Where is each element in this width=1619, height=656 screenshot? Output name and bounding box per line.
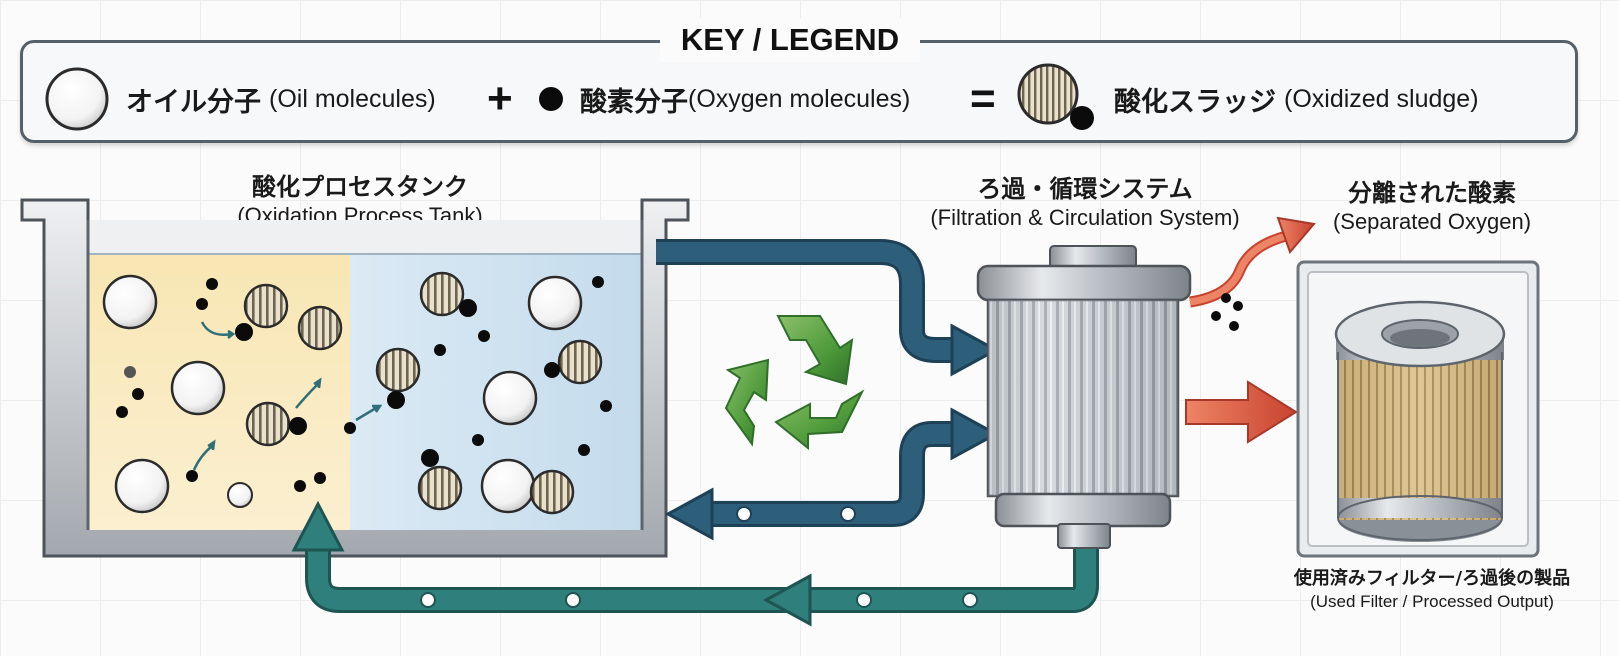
separated-oxygen-dots	[1211, 293, 1243, 331]
legend-oil-jp: オイル分子	[126, 86, 261, 118]
reaction-arrows	[192, 321, 383, 471]
outflow-arrowhead	[950, 323, 1000, 377]
legend-oil-item: オイル分子 (Oil molecules)	[44, 67, 436, 131]
legend-oxygen-en: (Oxygen molecules)	[688, 84, 911, 113]
oil-molecule	[480, 458, 536, 514]
oil-molecule-icon	[45, 67, 109, 131]
filter-element-icon	[1334, 300, 1506, 542]
legend-title: KEY / LEGEND	[660, 18, 920, 62]
oxygen-molecule-icon	[539, 87, 563, 111]
filtration-title-jp: ろ過・循環システム	[977, 175, 1193, 203]
oil-molecule	[102, 274, 158, 330]
output-arrow	[1185, 380, 1298, 444]
oil-molecule	[114, 458, 170, 514]
recycle-icon	[724, 315, 865, 451]
legend-sludge-item: 酸化スラッジ (Oxidized sludge)	[1016, 63, 1479, 134]
outflow-pipe	[656, 239, 1000, 377]
legend-equals: =	[970, 74, 996, 123]
used-filter-title-en: (Used Filter / Processed Output)	[1310, 592, 1554, 611]
sludge-particle	[557, 339, 603, 385]
sludge-particle-icon	[1017, 63, 1094, 130]
separated-oxygen-arrow	[1189, 216, 1316, 331]
oxygen-molecules	[116, 276, 612, 492]
oil-molecule	[527, 275, 583, 331]
sludge-particle	[529, 469, 575, 515]
sludge-particle	[419, 271, 465, 317]
separated-oxygen-title-en: (Separated Oxygen)	[1332, 209, 1532, 234]
legend-oil-en: (Oil molecules)	[269, 84, 436, 113]
circulation-arrowhead-up	[291, 500, 345, 552]
tank-title-jp: 酸化プロセスタンク	[252, 173, 468, 201]
separated-oxygen-title-jp: 分離された酸素	[1348, 179, 1516, 207]
used-filter-label: 使用済みフィルター/ろ過後の製品 (Used Filter / Processe…	[1256, 567, 1608, 613]
filtration-title-en: (Filtration & Circulation System)	[930, 205, 1240, 230]
circulation-arrowhead-left	[762, 573, 812, 627]
oil-molecule	[227, 482, 253, 508]
legend-sludge-jp: 酸化スラッジ	[1114, 86, 1276, 118]
sludge-particle	[297, 305, 343, 351]
filtration-label: ろ過・循環システム (Filtration & Circulation Syst…	[905, 174, 1265, 232]
sludge-particle	[243, 283, 289, 329]
return-pipe-blue	[664, 407, 1000, 541]
circulation-pipe	[291, 500, 1099, 627]
sludge-particle	[245, 401, 291, 447]
sludge-particle	[375, 347, 421, 393]
legend-sludge-en: (Oxidized sludge)	[1284, 84, 1479, 113]
separated-oxygen-label: 分離された酸素 (Separated Oxygen)	[1312, 178, 1552, 236]
used-filter-panel	[1296, 260, 1540, 558]
legend-plus: +	[487, 74, 513, 123]
sludge-particle	[417, 465, 463, 511]
tank-particles	[102, 271, 612, 515]
legend-oxygen-item: 酸素分子 (Oxygen molecules)	[538, 70, 910, 128]
oil-molecule	[482, 370, 538, 426]
used-filter-title-jp: 使用済みフィルター/ろ過後の製品	[1293, 568, 1571, 589]
oil-molecule	[170, 360, 226, 416]
return-arrowhead	[664, 487, 714, 541]
legend-oxygen-jp: 酸素分子	[580, 86, 688, 118]
filter-cartridge-icon	[976, 245, 1192, 549]
